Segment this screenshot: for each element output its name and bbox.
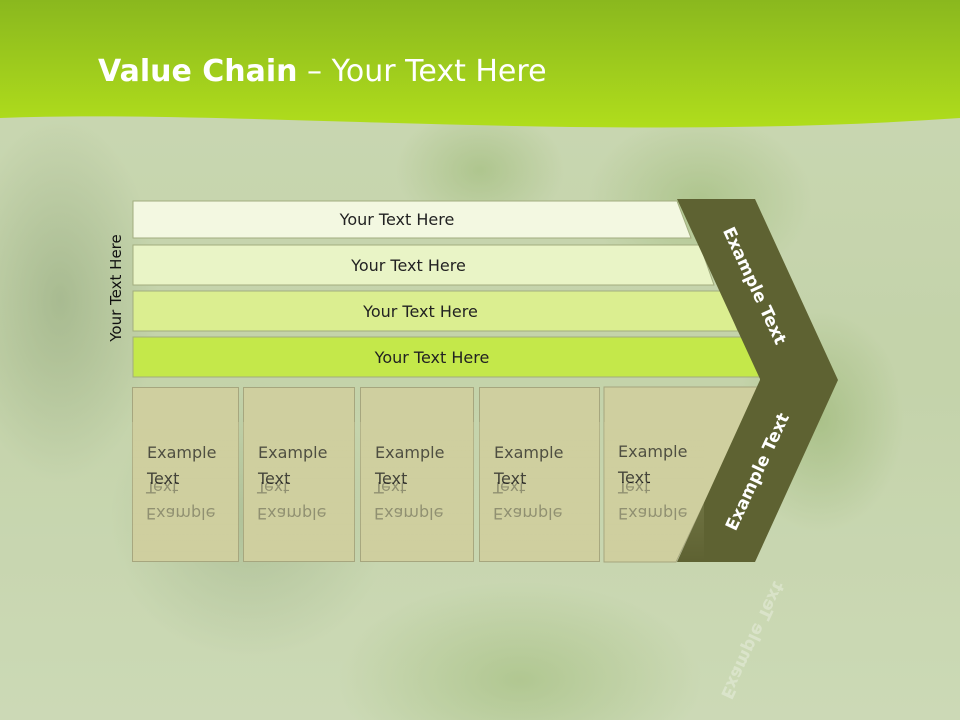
title-band bbox=[0, 0, 960, 128]
layer-2-label: Your Text Here bbox=[351, 255, 466, 275]
column-3-reflection-text: Example Text bbox=[374, 478, 444, 523]
column-3-text: Example Text bbox=[375, 443, 445, 488]
layer-1-shape bbox=[132, 200, 692, 239]
column-5-shape bbox=[603, 386, 761, 563]
column-4-text: Example Text bbox=[494, 443, 564, 488]
column-3-reflection: Example Text bbox=[360, 422, 474, 562]
layer-4: Your Text Here bbox=[133, 337, 761, 377]
column-1-text: Example Text bbox=[147, 443, 217, 488]
column-1: Example Text bbox=[132, 387, 239, 562]
layer-1-label: Your Text Here bbox=[339, 210, 455, 229]
column-5-reflection-text: Example Text bbox=[618, 478, 688, 523]
column-5: Example Text bbox=[604, 387, 704, 562]
column-4-reflection-text: Example Text bbox=[493, 478, 563, 523]
title-rest: – Your Text Here bbox=[297, 54, 547, 89]
title-bold: Value Chain bbox=[98, 54, 298, 89]
column-3: Example Text bbox=[360, 387, 474, 562]
layer-2-shape bbox=[132, 244, 715, 286]
layer-4-label: Your Text Here bbox=[374, 347, 490, 367]
slide-title: Value Chain – Your Text Here bbox=[98, 54, 547, 89]
layer-1: Your Text Here bbox=[133, 201, 691, 238]
column-5-reflection: Example Text bbox=[604, 422, 704, 562]
column-2-text: Example Text bbox=[258, 443, 328, 488]
column-1-reflection-text: Example Text bbox=[146, 478, 216, 523]
column-4: Example Text bbox=[479, 387, 600, 562]
column-2-reflection-text: Example Text bbox=[257, 478, 327, 523]
column-2: Example Text bbox=[243, 387, 355, 562]
layer-3: Your Text Here bbox=[133, 291, 738, 331]
column-1-reflection: Example Text bbox=[132, 422, 239, 562]
chevron-shape bbox=[677, 199, 838, 562]
column-4-reflection: Example Text bbox=[479, 422, 600, 562]
layer-3-label: Your Text Here bbox=[363, 301, 478, 321]
layer-2: Your Text Here bbox=[133, 245, 714, 285]
column-2-reflection: Example Text bbox=[243, 422, 355, 562]
column-5-text: Example Text bbox=[618, 442, 688, 487]
